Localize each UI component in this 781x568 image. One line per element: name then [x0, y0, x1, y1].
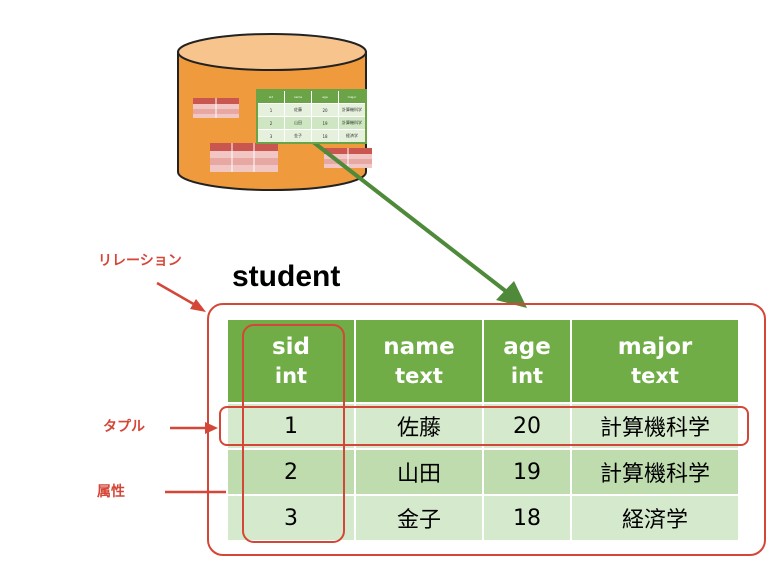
- mini-cell: 経済学: [338, 129, 367, 144]
- mini-cell: 金子: [284, 129, 312, 144]
- mini-cell: 18: [311, 129, 339, 144]
- column-name: sid: [271, 334, 311, 360]
- extract-arrow: [306, 136, 527, 308]
- table-cell: 経済学: [570, 494, 740, 542]
- table-row: 3 金子 18 経済学: [226, 494, 740, 542]
- table-cell: 計算機科学: [570, 402, 740, 450]
- mini-cell: 山田: [284, 116, 312, 130]
- mini-table-pink-bottom-left: [210, 143, 278, 172]
- table-cell: 18: [482, 494, 572, 542]
- table-row: 1 佐藤 20 計算機科学: [226, 402, 740, 450]
- table-cell: 金子: [354, 494, 484, 542]
- tuple-label: タプル: [103, 419, 145, 435]
- mini-cell: 計算機科学: [338, 103, 367, 117]
- db-mini-table: sid name age major 1 佐藤 20 計算機科学 2 山田 19…: [256, 89, 367, 144]
- mini-cell: 20: [311, 103, 339, 117]
- mini-header: name: [284, 89, 312, 104]
- mini-cell: 19: [311, 116, 339, 130]
- mini-table-pink-right: [324, 148, 372, 168]
- column-type: text: [395, 364, 443, 388]
- column-name: name: [383, 334, 455, 360]
- column-type: int: [274, 364, 308, 388]
- column-type: int: [510, 364, 544, 388]
- table-row: 2 山田 19 計算機科学: [226, 448, 740, 496]
- table-cell: 佐藤: [354, 402, 484, 450]
- table-cell: 山田: [354, 448, 484, 496]
- relation-pointer-arrow: [156, 281, 198, 308]
- arrow-head: [496, 281, 527, 308]
- relation-label: リレーション: [98, 253, 182, 269]
- mini-header: age: [311, 89, 339, 104]
- mini-cell: 2: [256, 116, 285, 130]
- table-cell: 2: [226, 448, 356, 496]
- mini-cell: 佐藤: [284, 103, 312, 117]
- mini-header: major: [338, 89, 367, 104]
- column-name: age: [503, 334, 551, 360]
- mini-header: sid: [256, 89, 285, 104]
- column-header-sid: sid int: [226, 318, 356, 404]
- column-header-name: name text: [354, 318, 484, 404]
- mini-cell: 1: [256, 103, 285, 117]
- table-cell: 計算機科学: [570, 448, 740, 496]
- mini-cell: 計算機科学: [338, 116, 367, 130]
- column-type: text: [631, 364, 679, 388]
- table-cell: 1: [226, 402, 356, 450]
- relation-table: sid int name text age int major text: [226, 318, 740, 542]
- table-cell: 19: [482, 448, 572, 496]
- column-name: major: [617, 334, 693, 360]
- mini-cell: 3: [256, 129, 285, 144]
- relation-title: student: [232, 260, 341, 293]
- header-row: sid int name text age int major text: [226, 318, 740, 404]
- table-cell: 20: [482, 402, 572, 450]
- database-cylinder-top: [177, 33, 367, 71]
- table-cell: 3: [226, 494, 356, 542]
- mini-table-pink-left: [193, 98, 239, 118]
- column-header-age: age int: [482, 318, 572, 404]
- column-header-major: major text: [570, 318, 740, 404]
- attribute-label: 属性: [97, 484, 125, 500]
